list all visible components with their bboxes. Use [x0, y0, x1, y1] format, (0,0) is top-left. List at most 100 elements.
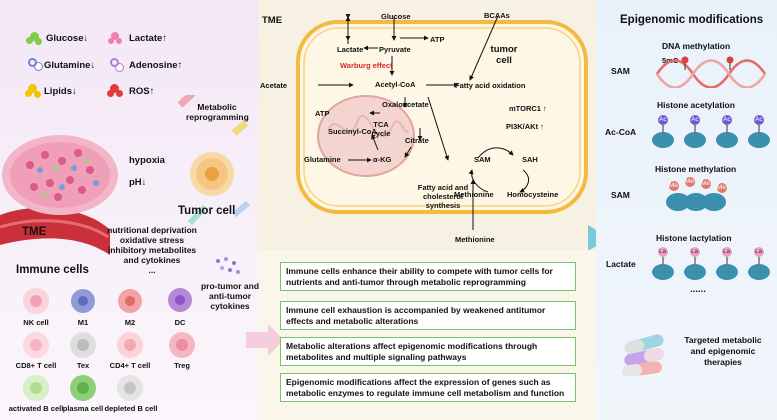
- nk-cell-icon: [23, 288, 49, 314]
- sam-histone-label: SAM: [611, 190, 630, 200]
- methionine-cycle-label: Methionine: [454, 190, 494, 199]
- glucose-label: Glucose: [381, 12, 411, 21]
- lactate-icon: [111, 32, 119, 40]
- cd8-t-cell-icon: [23, 332, 49, 358]
- methionine-input-label: Methionine: [455, 235, 495, 244]
- sam-label: SAM: [474, 155, 491, 164]
- tme-left-label: TME: [22, 226, 47, 238]
- lactate-histone-label: Lactate: [606, 259, 636, 269]
- ellipsis-label: ......: [690, 284, 706, 295]
- histone-methylation-icon: [666, 177, 727, 211]
- atp-top-label: ATP: [430, 35, 445, 44]
- me-mark-2: Me: [685, 178, 695, 185]
- findings-arrow: [246, 324, 284, 356]
- m2-icon: [118, 289, 142, 313]
- cytokine-dots-icon: [216, 257, 240, 274]
- depleted-b-cell-icon: [117, 375, 143, 401]
- metabolite-glucose: Glucose↓: [46, 33, 89, 44]
- metabolite-adenosine: Adenosine↑: [129, 60, 183, 71]
- la-mark-3: La: [723, 248, 731, 255]
- atp-mid-label: ATP: [315, 109, 330, 118]
- immune-cells-grid: [23, 288, 195, 401]
- nutritional-deprivation-text: nutritional deprivation oxidative stress…: [107, 225, 197, 275]
- ac-mark-3: Ac: [723, 116, 731, 123]
- immune-label-cd4: CD4+ T cell: [109, 361, 151, 370]
- sam-dna-label: SAM: [611, 66, 630, 76]
- immune-label-m2: M2: [124, 318, 136, 327]
- histone-acetylation-title: Histone acetylation: [657, 100, 735, 110]
- acetate-label: Acetate: [260, 81, 288, 90]
- epigenomic-title: Epigenomic modifications: [620, 14, 764, 26]
- metabolite-lipids: Lipids↓: [44, 86, 77, 97]
- succinyl-coa-label: Succinyl-CoA: [328, 127, 377, 136]
- homocysteine-label: Homocysteine: [507, 190, 559, 199]
- metabolite-glutamine: Glutamine↓: [44, 60, 96, 71]
- tex-icon: [70, 332, 96, 358]
- histone-methylation-title: Histone methylation: [655, 164, 737, 174]
- histone-lactylation-icon: [652, 247, 770, 280]
- histone-lactylation-title: Histone lactylation: [656, 233, 732, 243]
- plasma-cell-icon: [70, 375, 96, 401]
- finding-4: Epigenomic modifications affect the expr…: [280, 373, 576, 402]
- pyruvate-label: Pyruvate: [379, 45, 411, 54]
- ac-mark-1: Ac: [659, 116, 667, 123]
- metabolite-list: Glucose↓ Glutamine↓ Lipids↓ Lactate↑ Ade…: [0, 0, 258, 120]
- immune-label-activated-b: activated B cell: [8, 404, 64, 413]
- immune-label-depleted-b: depleted B cell: [104, 404, 158, 413]
- m1-icon: [71, 289, 95, 313]
- immune-label-tex: Tex: [76, 361, 90, 370]
- akg-label: α-KG: [373, 155, 392, 164]
- immune-label-plasma: plasma cell: [62, 404, 104, 413]
- histone-acetylation-icon: [652, 115, 770, 148]
- me-mark-1: Me: [669, 182, 679, 189]
- sah-label: SAH: [522, 155, 538, 164]
- immune-label-m1: M1: [77, 318, 89, 327]
- lactate-label: Lactate: [337, 45, 364, 54]
- treg-icon: [169, 332, 195, 358]
- pi3k-label: PI3K/AKt ↑: [506, 122, 544, 131]
- adenosine-icon: [110, 58, 119, 67]
- ac-mark-2: Ac: [691, 116, 699, 123]
- ac-coa-label: Ac-CoA: [605, 127, 637, 137]
- dc-icon: [168, 288, 192, 312]
- metabolite-lactate: Lactate↑: [129, 33, 168, 44]
- metabolite-ros: ROS↑: [129, 86, 155, 97]
- finding-3: Metabolic alterations affect epigenomic …: [280, 337, 576, 366]
- acetyl-coa-label: Acetyl-CoA: [375, 80, 416, 89]
- finding-2: Immune cell exhaustion is accompanied by…: [280, 301, 576, 330]
- immune-label-dc: DC: [174, 318, 186, 327]
- activated-b-cell-icon: [23, 375, 49, 401]
- immune-label-treg: Treg: [174, 361, 190, 370]
- tme-illustration: [0, 95, 250, 255]
- metabolic-reprogramming-label: Metabolic reprogramming: [186, 102, 249, 122]
- ph-label: pH↓: [129, 177, 147, 188]
- warburg-label: Warburg effect: [340, 61, 393, 70]
- dna-helix-icon: [655, 56, 767, 88]
- citrate-label: Citrate: [405, 136, 429, 145]
- tumor-cell-label: Tumor cell: [178, 205, 236, 217]
- mtorc1-label: mTORC1 ↑: [509, 104, 547, 113]
- hypoxia-label: hypoxia: [129, 155, 165, 166]
- me-mark-4: Me: [717, 184, 727, 191]
- bcaas-label: BCAAs: [484, 11, 510, 20]
- immune-cells-title: Immune cells: [16, 264, 89, 276]
- ros-icon: [110, 84, 119, 93]
- pro-tumor-cytokines-text: pro-tumor and anti-tumor cytokines: [200, 281, 260, 311]
- glucose-icon: [30, 32, 39, 41]
- ac-mark-4: Ac: [755, 116, 763, 123]
- tme-pathway-diagram: [296, 13, 596, 250]
- fatty-acid-oxidation-label: Fatty acid oxidation: [455, 81, 526, 90]
- glutamine-label: Glutamine: [304, 155, 341, 164]
- oxaloacetate-label: Oxaloacetate: [382, 100, 429, 109]
- la-mark-1: La: [659, 248, 667, 255]
- immune-label-cd8: CD8+ T cell: [15, 361, 57, 370]
- pill-capsules-icon: [622, 334, 664, 376]
- immune-label-nk: NK cell: [23, 318, 49, 327]
- dna-methylation-title: DNA methylation: [662, 41, 731, 51]
- la-mark-4: La: [755, 248, 763, 255]
